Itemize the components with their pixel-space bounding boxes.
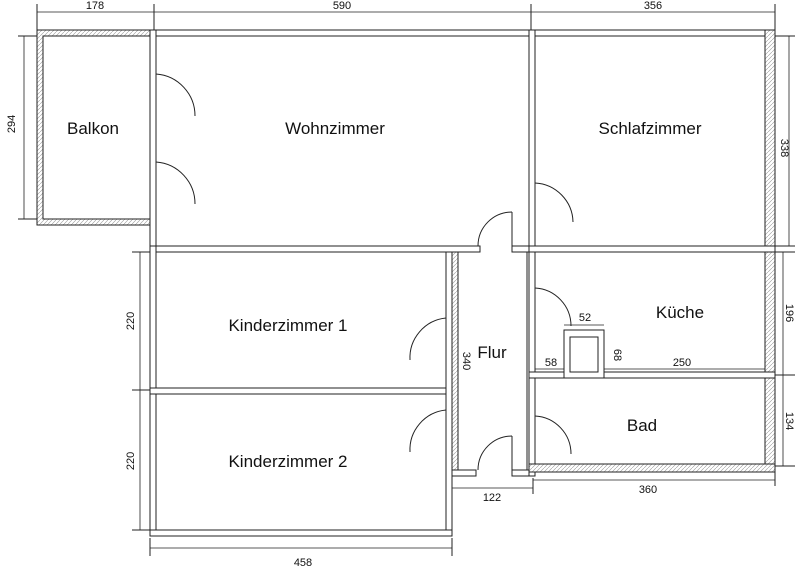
room-label-schlafzimmer: Schlafzimmer [599, 119, 702, 138]
door-kueche[interactable] [534, 287, 572, 328]
wohn-schlaf-wall [528, 29, 536, 253]
dim-bottom-kinderzimmer: 458 [294, 557, 312, 569]
dim-left-kinderzimmer1: 220 [125, 312, 137, 330]
room-label-kinderzimmer1: Kinderzimmer 1 [228, 316, 347, 335]
dim-shaft-depth: 68 [611, 349, 623, 361]
schlafzimmer-bottom-wall [528, 245, 776, 253]
dim-right-schlafzimmer: 338 [778, 139, 790, 157]
dim-kueche-right-seg: 250 [673, 357, 691, 369]
wohnzimmer-left-wall [149, 29, 157, 251]
top-wall [149, 29, 776, 37]
kueche-bad-wall-b [599, 371, 776, 379]
room-labels: Balkon Wohnzimmer Schlafzimmer Kinderzim… [67, 119, 704, 471]
kinderzimmer-right-wall [445, 251, 453, 537]
door-schlafzimmer[interactable] [534, 182, 574, 246]
room-label-balkon: Balkon [67, 119, 119, 138]
dim-top-balkon: 178 [86, 0, 104, 12]
flur-bottom-wall [451, 469, 477, 477]
kueche-bad-wall [528, 371, 568, 379]
dim-top-schlafzimmer: 356 [644, 0, 662, 12]
dimension-labels: 178 590 356 294 338 220 220 340 196 134 … [6, 0, 795, 569]
door-kinderzimmer2[interactable] [409, 409, 447, 453]
walls [36, 29, 776, 537]
kueche-left-wall [528, 251, 536, 379]
wohnzimmer-bottom-wall [149, 245, 481, 253]
door-wohnzimmer-flur[interactable] [477, 211, 513, 247]
door-bad[interactable] [534, 415, 572, 456]
room-label-kinderzimmer2: Kinderzimmer 2 [228, 452, 347, 471]
bad-bottom-wall [528, 463, 776, 473]
room-label-kueche: Küche [656, 303, 704, 322]
dim-kueche-left-seg: 58 [545, 357, 557, 369]
dim-right-bad: 134 [783, 412, 795, 430]
door-wohnzimmer-balkon-lower[interactable] [155, 161, 196, 205]
room-label-bad: Bad [627, 416, 657, 435]
kz1-kz2-wall [149, 387, 453, 395]
dim-bottom-bad: 360 [639, 484, 657, 496]
dim-bottom-flur: 122 [483, 492, 501, 504]
dim-top-wohnzimmer: 590 [333, 0, 351, 12]
dim-left-kinderzimmer2: 220 [125, 452, 137, 470]
shaft [563, 329, 605, 379]
dim-flur-length: 340 [460, 352, 472, 370]
dim-shaft-width: 52 [579, 312, 591, 324]
kinderzimmer-bottom-wall [149, 529, 453, 537]
dim-left-balkon: 294 [6, 115, 18, 133]
room-label-wohnzimmer: Wohnzimmer [285, 119, 385, 138]
door-kinderzimmer1[interactable] [409, 317, 447, 361]
room-label-flur: Flur [477, 343, 507, 362]
doors [155, 73, 574, 471]
dim-right-kueche: 196 [783, 304, 795, 322]
flur-left-wall [451, 251, 459, 475]
bad-left-wall [528, 377, 536, 477]
door-entrance[interactable] [477, 435, 513, 471]
dimension-lines [18, 4, 795, 556]
door-wohnzimmer-balkon-upper[interactable] [155, 73, 196, 117]
